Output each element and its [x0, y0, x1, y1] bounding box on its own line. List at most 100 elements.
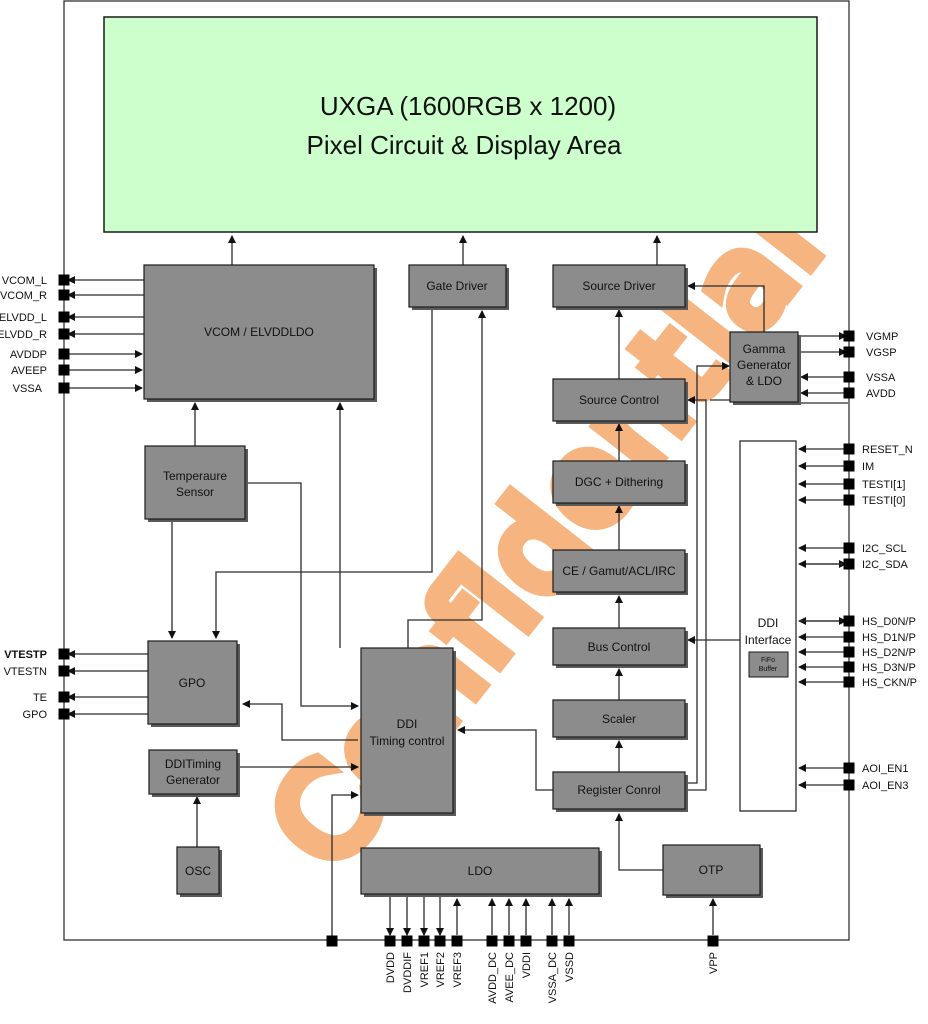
pin-pad-right: [843, 460, 855, 472]
pin-pad-left: [58, 708, 70, 720]
pin-label-vtestp: VTESTP: [4, 649, 47, 661]
block-label: GPO: [179, 676, 206, 690]
pin-pad-left: [58, 289, 70, 301]
pin-pad-right: [843, 330, 855, 342]
pin-pad-right: [843, 615, 855, 627]
connections: [67, 235, 848, 940]
pin-pad-bottom: [503, 935, 515, 947]
pin-label-vref1: VREF1: [419, 952, 431, 987]
block-label: Scaler: [602, 712, 636, 726]
pin-pad-right: [843, 631, 855, 643]
pin-label-vgsp: VGSP: [866, 347, 897, 359]
pin-label-hs-ck: HS_CKN/P: [862, 677, 917, 689]
block-ddi-timing-generator: DDITiming Generator: [148, 749, 240, 797]
block-source-control: Source Control: [552, 378, 688, 424]
block-label: Register Conrol: [577, 783, 660, 797]
block-bus-control: Bus Control: [552, 627, 688, 668]
pin-label-avdd-dc: AVDD_DC: [487, 952, 499, 1004]
pin-pad-left: [58, 382, 70, 394]
block-label: Bus Control: [588, 640, 651, 654]
block-temperature-sensor: Temperaure Sensor: [144, 445, 248, 522]
block-gpo: GPO: [147, 640, 240, 727]
pin-label-vcom-l: VCOM_L: [2, 275, 47, 287]
pin-label-avee-dc: AVEE_DC: [504, 952, 516, 1003]
pin-label-vpp: VPP: [708, 952, 720, 974]
pin-label-vref2: VREF2: [435, 952, 447, 987]
block-vcom-ldo: VCOM / ELVDDLDO: [143, 264, 377, 402]
pin-label-aoi-en1: AOI_EN1: [862, 763, 908, 775]
block-gamma-generator: Gamma Generator & LDO: [729, 331, 801, 405]
pin-label-vddi: VDDI: [521, 952, 533, 978]
pin-label-im: IM: [862, 461, 874, 473]
pin-label-vssa-dc: VSSA_DC: [547, 952, 559, 1003]
pin-pad-right: [843, 371, 855, 383]
pin-pad-right: [843, 346, 855, 358]
pin-label-hs-d3: HS_D3N/P: [862, 662, 916, 674]
pin-pad-left: [58, 665, 70, 677]
pin-label-vssa: VSSA: [13, 383, 43, 395]
pin-pad-right: [843, 661, 855, 673]
pin-pad-right: [843, 762, 855, 774]
pin-pad-bottom: [546, 935, 558, 947]
block-label: Gamma: [743, 342, 786, 356]
pin-label-reset-n: RESET_N: [862, 444, 913, 456]
block-label: Source Driver: [582, 279, 655, 293]
pin-label-avdd: AVDD: [866, 388, 896, 400]
pin-label-elvdd-r: ELVDD_R: [0, 329, 47, 341]
block-osc: OSC: [176, 846, 222, 897]
pin-pad-left: [58, 648, 70, 660]
bottom-pin-labels: DVDD DVDDIF VREF1 VREF2 VREF3 AVDD_DC AV…: [385, 952, 720, 1004]
block-ldo: LDO: [360, 847, 602, 897]
block-ddi-interface: DDI Interface FiFo Buffer: [739, 440, 797, 812]
block-label: Gate Driver: [426, 279, 487, 293]
pin-label-te: TE: [33, 692, 47, 704]
block-label: CE / Gamut/ACL/IRC: [562, 564, 676, 578]
pin-label-vref3: VREF3: [452, 952, 464, 987]
pin-label-hs-d1: HS_D1N/P: [862, 632, 916, 644]
block-label: OTP: [699, 863, 724, 877]
pin-pad-left: [58, 348, 70, 360]
pin-label-vtestn: VTESTN: [4, 666, 47, 678]
right-pin-labels: VGMP VGSP VSSA AVDD RESET_N IM TESTI[1] …: [862, 331, 917, 792]
pin-label-elvdd-l: ELVDD_L: [0, 312, 47, 324]
pin-pad-bottom: [486, 935, 498, 947]
pin-label-testi0: TESTI[0]: [862, 495, 905, 507]
block-label: LDO: [468, 864, 493, 878]
pin-label-vcom-r: VCOM_R: [0, 290, 47, 302]
block-label: Source Control: [579, 393, 659, 407]
block-register-control: Register Conrol: [552, 771, 688, 812]
pin-pad-right: [843, 676, 855, 688]
display-area: UXGA (1600RGB x 1200) Pixel Circuit & Di…: [103, 16, 818, 233]
block-otp: OTP: [662, 844, 763, 898]
pin-pad-right: [843, 542, 855, 554]
pin-label-vssa-r: VSSA: [866, 372, 896, 384]
block-label: Interface: [745, 633, 792, 647]
pin-label-hs-d2: HS_D2N/P: [862, 647, 916, 659]
block-label: Generator: [166, 773, 220, 787]
pin-pad-left: [58, 328, 70, 340]
pin-pads: [58, 274, 855, 947]
block-label: DGC + Dithering: [575, 475, 663, 489]
pin-pad-left: [58, 311, 70, 323]
pin-pad-left: [58, 274, 70, 286]
pin-pad-bottom: [418, 935, 430, 947]
pin-label-aoi-en3: AOI_EN3: [862, 780, 908, 792]
pin-pad-right: [843, 558, 855, 570]
block-label: DDI: [758, 616, 779, 630]
pin-pad-right: [843, 494, 855, 506]
pin-pad-bottom: [326, 935, 338, 947]
pin-pad-bottom: [563, 935, 575, 947]
block-gate-driver: Gate Driver: [408, 264, 509, 310]
block-label: & LDO: [746, 374, 782, 388]
block-source-driver: Source Driver: [552, 264, 688, 310]
block-label: Timing control: [370, 734, 445, 748]
pin-pad-right: [843, 387, 855, 399]
pin-pad-right: [843, 478, 855, 490]
pin-label-i2c-sda: I2C_SDA: [862, 559, 909, 571]
pin-label-gpo: GPO: [23, 709, 48, 721]
fifo-label: Buffer: [759, 666, 778, 673]
block-scaler: Scaler: [552, 699, 688, 740]
pin-label-dvddif: DVDDIF: [402, 952, 414, 993]
